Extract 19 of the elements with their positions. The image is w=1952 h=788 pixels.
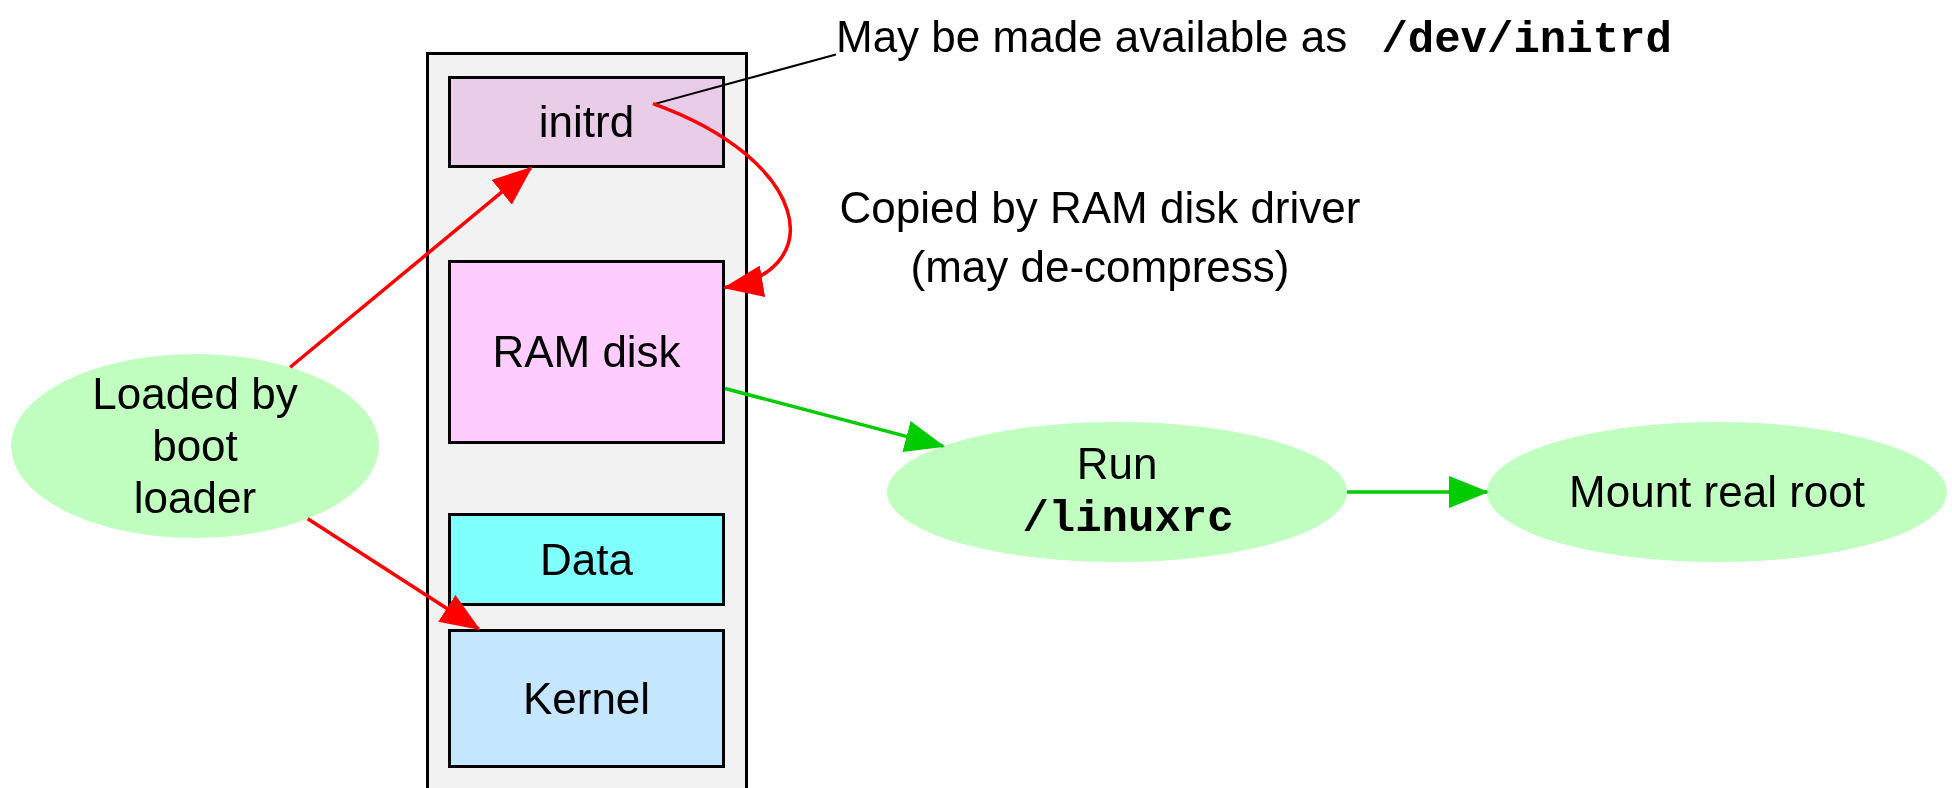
arrow bbox=[652, 102, 792, 294]
memory-region-box bbox=[448, 260, 725, 444]
node-label: Loaded by boot loader bbox=[91, 368, 299, 524]
node-label: Data bbox=[540, 533, 633, 586]
leader-line bbox=[654, 53, 837, 105]
node-label: RAM disk bbox=[492, 326, 681, 378]
memory-column bbox=[426, 52, 748, 788]
node-label: Run /linuxrc bbox=[1021, 438, 1235, 546]
arrow bbox=[306, 517, 481, 631]
memory-region-box bbox=[448, 629, 725, 768]
node-label: Mount real root bbox=[1569, 466, 1865, 518]
arrow bbox=[1347, 476, 1489, 508]
node-label: May be made available as /dev/initrd bbox=[836, 11, 1672, 67]
node-label: initrd bbox=[538, 96, 635, 148]
memory-region-box bbox=[448, 76, 725, 168]
arrow bbox=[724, 386, 946, 452]
memory-region-box bbox=[448, 513, 725, 606]
arrow bbox=[289, 166, 533, 369]
node-label: Kernel bbox=[522, 672, 651, 725]
